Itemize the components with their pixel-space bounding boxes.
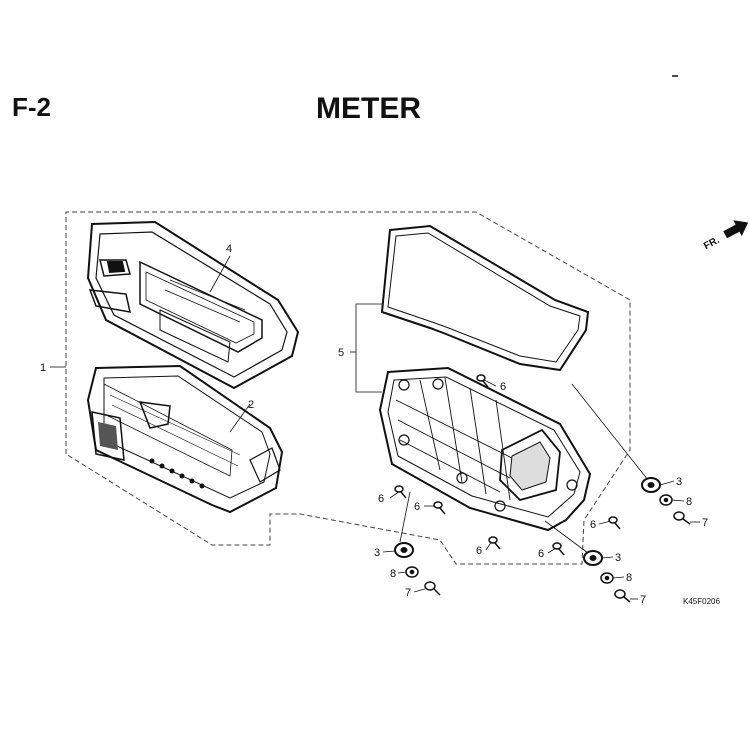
- hardware: [394, 374, 691, 603]
- drawing-code: K45F0206: [683, 597, 720, 606]
- grommet-icon: [583, 550, 603, 566]
- screw-icon: [488, 536, 501, 550]
- callout-2: 2: [248, 399, 254, 411]
- screw-icon: [433, 501, 446, 515]
- callout-6: 6: [500, 381, 506, 393]
- callout-8: 8: [626, 572, 632, 584]
- leader-lines: [50, 255, 649, 554]
- callout-6: 6: [378, 493, 384, 505]
- screw-icon: [608, 516, 621, 530]
- screw-icon: [614, 589, 631, 603]
- indicator-dots: [149, 458, 205, 489]
- case-ribs: [395, 377, 521, 501]
- callout-7: 7: [640, 594, 646, 606]
- callout-6: 6: [476, 545, 482, 557]
- callout-1: 1: [40, 362, 46, 374]
- callout-ticks: [382, 480, 700, 600]
- callout-3: 3: [615, 552, 621, 564]
- meter-body: [86, 364, 284, 514]
- callout-6: 6: [414, 501, 420, 513]
- meter-cover: [86, 220, 300, 390]
- callout-7: 7: [405, 587, 411, 599]
- callout-6: 6: [590, 519, 596, 531]
- section-code: F-2: [12, 92, 51, 122]
- direction-label: FR.: [702, 235, 722, 252]
- screw-icon: [552, 542, 565, 556]
- screw-icon: [394, 485, 407, 499]
- collar-icon: [600, 572, 614, 584]
- callout-7: 7: [702, 517, 708, 529]
- grommet-icon: [394, 542, 414, 558]
- callout-8: 8: [686, 496, 692, 508]
- screw-icon: [673, 511, 691, 525]
- screw-icon: [476, 374, 489, 388]
- callout-labels: 1 4 2 5 6 6 6 6 6 6 3 8 7 3 8 7 3 8 7: [40, 243, 708, 606]
- screw-icon: [424, 581, 441, 596]
- grommet-icon: [641, 477, 661, 493]
- callout-6: 6: [538, 548, 544, 560]
- assembly-boundary: [65, 211, 631, 565]
- arrow-icon: [723, 220, 749, 239]
- callout-5: 5: [338, 347, 344, 359]
- page-title: METER: [316, 92, 421, 125]
- collar-icon: [405, 566, 419, 578]
- callout-8: 8: [390, 568, 396, 580]
- meter-case-lower: [378, 224, 592, 532]
- callout-3: 3: [374, 547, 380, 559]
- callout-4: 4: [226, 243, 232, 255]
- collar-icon: [659, 494, 673, 506]
- case-bosses: [398, 378, 578, 512]
- callout-3: 3: [676, 476, 682, 488]
- front-direction-arrow: FR.: [702, 220, 749, 252]
